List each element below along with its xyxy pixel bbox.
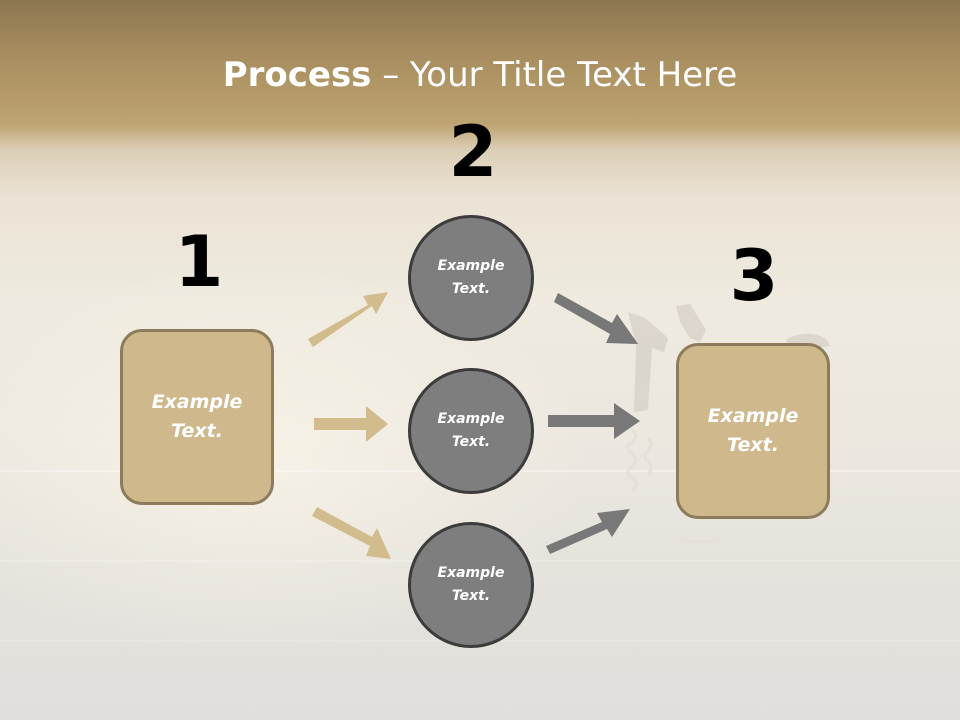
- step-number-3: 3: [729, 235, 779, 317]
- arrow-circle1-to-step3-icon: [554, 293, 638, 344]
- step-number-2: 2: [448, 111, 498, 193]
- step2-circle-2[interactable]: Example Text.: [408, 368, 534, 494]
- step1-box[interactable]: Example Text.: [120, 329, 274, 505]
- step3-box-text: Example Text.: [707, 405, 799, 456]
- title-rest: – Your Title Text Here: [371, 55, 738, 95]
- arrow-circle3-to-step3-icon: [546, 509, 630, 554]
- title-strong: Process: [222, 55, 372, 95]
- arrow-step1-to-circle3-icon: [312, 507, 391, 559]
- circle-text: Example Text.: [437, 411, 505, 450]
- step-number-1: 1: [174, 221, 224, 303]
- slide-title: Process – Your Title Text Here: [0, 54, 960, 96]
- arrow-step1-to-circle1-icon: [308, 292, 388, 347]
- circle-text: Example Text.: [437, 258, 505, 297]
- arrow-circle2-to-step3-icon: [548, 403, 640, 439]
- arrow-step1-to-circle2-icon: [314, 406, 388, 442]
- step3-box[interactable]: Example Text.: [676, 343, 830, 519]
- step1-box-text: Example Text.: [151, 391, 243, 442]
- circle-text: Example Text.: [437, 565, 505, 604]
- step2-circle-3[interactable]: Example Text.: [408, 522, 534, 648]
- step2-circle-1[interactable]: Example Text.: [408, 215, 534, 341]
